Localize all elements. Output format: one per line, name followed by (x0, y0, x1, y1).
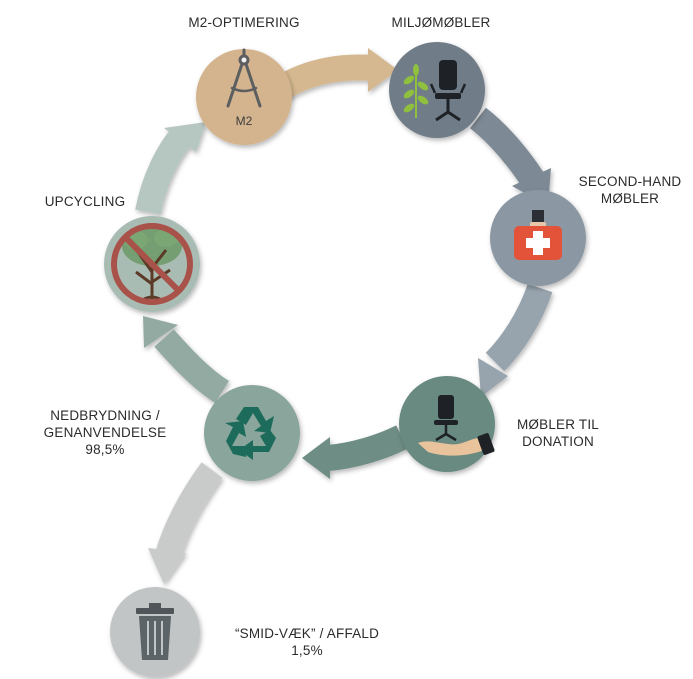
label-line: 98,5% (85, 442, 125, 457)
label-line: NEDBRYDNING / (50, 408, 160, 423)
compass-icon-label: M2 (236, 114, 253, 128)
node-m2-optimering: M2 (196, 48, 292, 145)
label-line: SECOND-HAND (578, 174, 682, 189)
node-upcycling (104, 216, 200, 312)
label-line: “SMID-VÆK” / AFFALD (234, 626, 380, 641)
label-line: DONATION (522, 434, 594, 449)
node-affald (110, 587, 200, 677)
node-nedbrydning (204, 385, 300, 481)
label-line: 1,5% (291, 643, 323, 658)
trash-can-icon (136, 603, 174, 660)
arrow-second-hand-to-donation (478, 283, 553, 397)
compass-icon (226, 48, 262, 108)
label-line: MØBLER (600, 191, 660, 206)
label-nedbrydning: NEDBRYDNING / GENANVENDELSE 98,5% (30, 407, 180, 458)
label-second-hand: SECOND-HAND MØBLER (570, 173, 690, 207)
hand-chair-icon (418, 395, 495, 456)
label-line: MILJØMØBLER (391, 15, 491, 30)
plant-chair-icon (403, 60, 467, 122)
label-line: MØBLER TIL (516, 417, 600, 432)
node-miljomobler (389, 42, 485, 138)
arrow-m2-to-miljomobler (274, 48, 398, 100)
first-aid-kit-icon (514, 210, 562, 260)
label-affald: “SMID-VÆK” / AFFALD 1,5% (222, 625, 392, 659)
arrow-upcycling-to-m2 (135, 122, 206, 215)
node-mobler-til-donation (399, 376, 495, 472)
label-m2-optimering: M2-OPTIMERING (164, 14, 324, 31)
arrow-donation-to-nedbrydning (302, 425, 408, 479)
label-miljomobler: MILJØMØBLER (376, 14, 506, 31)
arrow-nedbrydning-to-upcycling (143, 316, 230, 403)
no-tree-icon (111, 223, 193, 305)
recycle-icon (225, 407, 276, 460)
label-line: GENANVENDELSE (43, 425, 167, 440)
label-line: UPCYCLING (44, 194, 126, 209)
label-mobler-til-donation: MØBLER TIL DONATION (508, 416, 608, 450)
node-second-hand (490, 190, 586, 286)
label-line: M2-OPTIMERING (188, 15, 300, 30)
arrow-nedbrydning-to-affald (148, 462, 223, 584)
label-upcycling: UPCYCLING (30, 193, 140, 210)
